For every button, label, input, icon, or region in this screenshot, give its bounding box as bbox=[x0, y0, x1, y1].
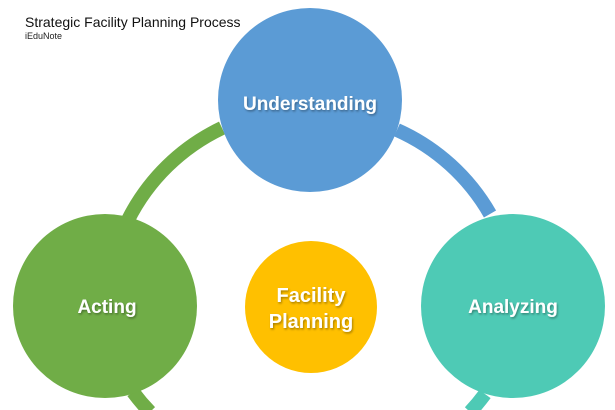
diagram-title: Strategic Facility Planning Process bbox=[25, 14, 241, 30]
connector-acting-understanding bbox=[121, 121, 226, 224]
diagram-source: iEduNote bbox=[25, 31, 63, 41]
node-facility-planning-label-line2: Planning bbox=[269, 311, 353, 333]
node-analyzing: Analyzing bbox=[421, 214, 605, 398]
node-acting: Acting bbox=[13, 214, 197, 398]
node-analyzing-label: Analyzing bbox=[468, 297, 558, 318]
node-acting-circle bbox=[13, 214, 197, 398]
node-understanding-label: Understanding bbox=[243, 94, 377, 115]
connector-understanding-analyzing bbox=[394, 123, 497, 218]
node-facility-planning-circle bbox=[245, 241, 377, 373]
connector-acting-bottom bbox=[127, 387, 156, 410]
node-acting-label: Acting bbox=[77, 297, 136, 318]
connector-analyzing-acting bbox=[464, 389, 491, 410]
node-understanding-circle bbox=[218, 8, 402, 192]
node-facility-planning: Facility Planning bbox=[245, 241, 377, 373]
diagram-header: Strategic Facility Planning Process iEdu… bbox=[25, 14, 241, 42]
node-analyzing-circle bbox=[421, 214, 605, 398]
node-facility-planning-label-line1: Facility bbox=[277, 285, 347, 307]
node-understanding: Understanding bbox=[218, 8, 402, 192]
